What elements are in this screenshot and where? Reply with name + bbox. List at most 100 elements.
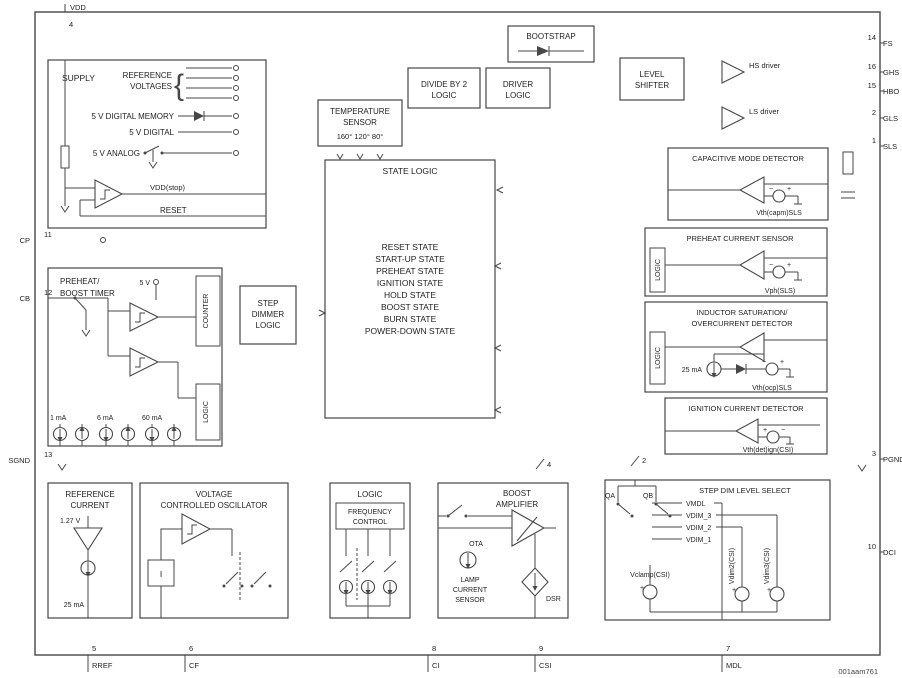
- switch-contact: [222, 584, 226, 588]
- level-line2: SHIFTER: [635, 81, 669, 90]
- state-item: IGNITION STATE: [377, 278, 444, 288]
- reference-current-block: REFERENCE CURRENT 1.27 V 25 mA: [60, 490, 115, 618]
- state-item: POWER-DOWN STATE: [365, 326, 456, 336]
- bootstrap-block: BOOTSTRAP: [518, 32, 584, 56]
- minus-sign: −: [769, 262, 773, 269]
- sds-wires: [617, 480, 778, 620]
- plus-sign: +: [763, 427, 767, 434]
- sds-vmdl-label: VMDL: [686, 501, 706, 508]
- opamp-icon: [94, 179, 124, 209]
- voltage-source-icon: [772, 189, 786, 203]
- ota-label: OTA: [469, 541, 483, 548]
- state-logic-title: STATE LOGIC: [383, 166, 438, 176]
- sdl-line1: STEP: [258, 299, 279, 308]
- integrator-label: I: [160, 569, 162, 579]
- sds-qb-label: QB: [643, 493, 653, 500]
- supply-ref-voltages-line2: VOLTAGES: [130, 82, 172, 91]
- current-arrowhead: [365, 590, 371, 595]
- pin-pgnd-number: 3: [872, 449, 876, 458]
- fc-logic-title: LOGIC: [358, 490, 383, 499]
- pin-gls-name: GLS: [883, 114, 898, 123]
- frequency-control-block: LOGIC FREQUENCY CONTROL: [335, 490, 405, 618]
- pin-dci-name: DCI: [883, 548, 896, 557]
- state-item: HOLD STATE: [384, 290, 436, 300]
- switch-icon: [225, 571, 239, 585]
- supply-terminal: [233, 85, 239, 91]
- switch-contact: [250, 584, 254, 588]
- arrowhead-down: [103, 437, 109, 442]
- supply-5v-digital-memory-label: 5 V DIGITAL MEMORY: [91, 112, 174, 121]
- pin-cb-name: CB: [20, 294, 30, 303]
- voltage-source-icon: [772, 265, 786, 279]
- capm-wires: [668, 183, 828, 205]
- current-arrowhead: [711, 373, 717, 378]
- pin-ghs-name: GHS: [883, 68, 899, 77]
- pin-cb-number: 12: [44, 288, 52, 297]
- bootstrap-box: [507, 25, 595, 63]
- voltage-source-icon: [766, 430, 780, 444]
- boost-amplifier-box: [437, 482, 569, 619]
- comparator-icon: [734, 418, 759, 444]
- phs-logic-label: LOGIC: [655, 259, 662, 281]
- pin-mdl-number: 7: [726, 644, 730, 653]
- pulldown-arrow-icon: [148, 150, 158, 169]
- temp-line2: SENSOR: [343, 118, 377, 127]
- boost-wires: [438, 515, 556, 618]
- temp-thresholds: 160° 120° 80°: [337, 132, 384, 141]
- current-arrows: [59, 424, 175, 446]
- capm-threshold-label: Vth(capm)SLS: [756, 210, 802, 217]
- resistor-icon: [60, 145, 70, 169]
- supply-terminal: [153, 279, 159, 285]
- timer-6ma-label: 6 mA: [97, 415, 114, 422]
- vco-title-line2: CONTROLLED OSCILLATOR: [161, 501, 268, 510]
- timer-title-line1: PREHEAT/: [60, 277, 100, 286]
- ocp-logic-box: [649, 331, 666, 385]
- supply-terminal: [233, 150, 239, 156]
- pin-csi-number: 9: [539, 644, 543, 653]
- supply-terminal: [233, 129, 239, 135]
- lamp-sensor-line2: CURRENT: [453, 587, 488, 594]
- comparator-icon: [738, 250, 765, 280]
- hysteresis-icon: [187, 524, 197, 535]
- switch-icon: [339, 560, 353, 573]
- pin-sgnd-name: SGND: [8, 456, 30, 465]
- pin-gls-number: 2: [872, 108, 876, 117]
- pin-rref-number: 5: [92, 644, 96, 653]
- hysteresis-icon: [100, 189, 110, 200]
- ocp-threshold-label: Vth(ocp)SLS: [752, 385, 792, 392]
- pin-cf-number: 6: [189, 644, 193, 653]
- fc-line1: FREQUENCY: [348, 509, 392, 516]
- capacitor-icon: [841, 191, 855, 199]
- switch-contact: [630, 514, 634, 518]
- current-arrowhead: [387, 590, 393, 595]
- pgnd-ground-arrow-icon: [857, 464, 867, 472]
- divide2-line1: DIVIDE BY 2: [421, 80, 468, 89]
- refcur-vref-label: 1.27 V: [60, 518, 81, 525]
- plus-sign: +: [767, 587, 771, 594]
- comparator-icon: [738, 176, 765, 204]
- arrow-into-state-logic: [318, 186, 504, 414]
- arrowhead-down: [149, 437, 155, 442]
- sdl-line3: LOGIC: [256, 321, 281, 330]
- capm-title: CAPACITIVE MODE DETECTOR: [692, 154, 804, 163]
- sds-vdim1-label: VDIM_1: [686, 537, 711, 544]
- current-arrowhead: [343, 590, 349, 595]
- plus-sign: +: [787, 186, 791, 193]
- refcur-iref-label: 25 mA: [64, 602, 85, 609]
- pin-ghs-number: 16: [868, 62, 876, 71]
- lamp-sensor-line3: SENSOR: [455, 597, 485, 604]
- switch-contact: [268, 584, 272, 588]
- state-item: RESET STATE: [382, 242, 439, 252]
- timer-current-sources: [52, 424, 182, 446]
- minus-sign: −: [769, 186, 773, 193]
- phs-wires: [665, 257, 827, 281]
- step-dimmer-logic-box: [239, 285, 297, 345]
- figure-code: 001aam761: [838, 667, 878, 676]
- pin-sgnd-number: 13: [44, 450, 52, 459]
- timer-title-line2: BOOST TIMER: [60, 289, 115, 298]
- pin-ci-name: CI: [432, 661, 440, 670]
- pin-vdd-number: 4: [69, 20, 73, 29]
- diode-icon: [736, 364, 746, 374]
- bus-slash: [535, 458, 545, 470]
